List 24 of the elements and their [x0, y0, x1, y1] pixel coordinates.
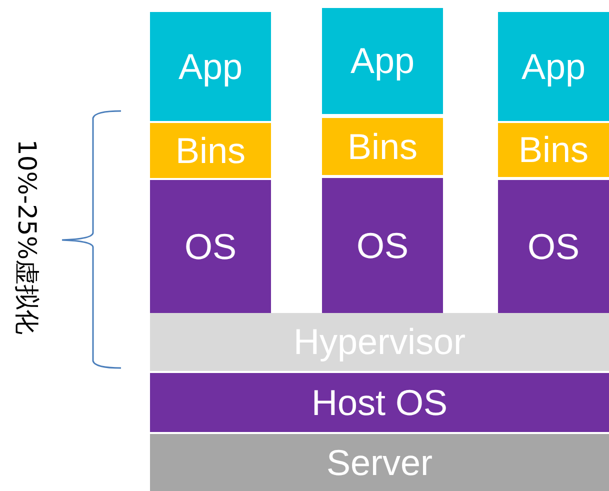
- layer-label: OS: [527, 228, 580, 264]
- layer-label: Bins: [518, 132, 589, 168]
- bins-layer-box: [150, 123, 271, 178]
- app-layer-box: [322, 8, 443, 114]
- host-os-layer-box: [150, 373, 609, 432]
- layer-label: App: [178, 48, 243, 84]
- layer-label: OS: [184, 228, 236, 264]
- layer-label: Bins: [347, 128, 418, 164]
- layer-label: App: [521, 48, 586, 84]
- app-layer-box: [150, 12, 271, 121]
- layer-label: Bins: [175, 132, 246, 168]
- layer-label: Server: [326, 444, 433, 480]
- server-layer-box: [150, 434, 609, 491]
- os-layer-box: [498, 180, 609, 313]
- vertical-label: 10%-25%虚拟化: [14, 139, 40, 335]
- os-layer-box: [322, 178, 443, 313]
- layer-label: Host OS: [311, 384, 448, 420]
- bins-layer-box: [322, 118, 443, 175]
- os-layer-box: [150, 180, 271, 313]
- app-layer-box: [498, 12, 609, 121]
- hypervisor-layer-box: [150, 313, 609, 371]
- bins-layer-box: [498, 123, 609, 177]
- layer-label: OS: [356, 228, 408, 264]
- layer-label: App: [350, 43, 415, 79]
